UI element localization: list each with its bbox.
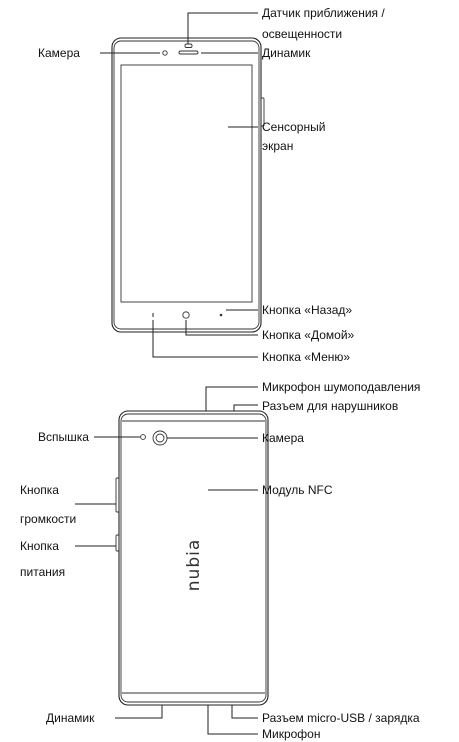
- phone-rear-view: nubia Микрофон шумоподавления Разъем для…: [20, 380, 420, 741]
- nfc-module-label: Модуль NFC: [262, 483, 333, 497]
- home-button-label: Кнопка «Домой»: [262, 328, 355, 342]
- usb-port-leader: [231, 705, 258, 719]
- volume-label-line1: Кнопка: [20, 483, 59, 497]
- noise-mic-leader: [205, 386, 258, 411]
- rear-side-edge: [120, 413, 267, 703]
- sensor-leader: [187, 12, 258, 44]
- front-phone-body: [111, 37, 262, 333]
- menu-button-leader: [152, 320, 258, 358]
- rear-camera-inner: [155, 433, 165, 443]
- usb-port-label: Разъем micro-USB / зарядка: [262, 711, 420, 725]
- speaker-slot: [178, 50, 199, 55]
- menu-button-label: Кнопка «Меню»: [262, 350, 350, 364]
- power-label-line2: питания: [20, 565, 65, 579]
- microphone-leader: [207, 705, 258, 735]
- svg-text:nubia: nubia: [184, 539, 204, 591]
- rear-camera-label: Камера: [262, 431, 304, 445]
- bottom-speaker-leader: [115, 705, 163, 719]
- power-label-line1: Кнопка: [20, 539, 59, 553]
- front-side-button: [260, 97, 265, 127]
- phone-front-view: Датчик приближения / освещенности Камера…: [38, 6, 385, 364]
- sensor-label-line1: Датчик приближения /: [262, 6, 385, 20]
- flash-label: Вспышка: [38, 430, 89, 444]
- noise-mic-label: Микрофон шумоподавления: [262, 380, 420, 394]
- brand-logo: nubia: [184, 539, 204, 591]
- touchscreen-area: [120, 64, 253, 303]
- touchscreen-label-line1: Сенсорный: [262, 120, 325, 134]
- touchscreen-label-line2: экран: [262, 139, 293, 153]
- volume-button: [115, 477, 120, 513]
- bottom-speaker-label: Динамик: [46, 711, 95, 725]
- rear-phone-body: [118, 410, 269, 706]
- power-button: [115, 534, 120, 552]
- back-button-mark: [219, 313, 223, 317]
- home-button-leader: [185, 320, 258, 336]
- volume-label-line2: громкости: [20, 512, 76, 526]
- front-camera-lens: [162, 50, 168, 56]
- headphone-jack-label: Разъем для нарушников: [262, 399, 398, 413]
- flash-led: [140, 434, 146, 440]
- back-button-label: Кнопка «Назад»: [262, 303, 352, 317]
- home-button-mark: [182, 311, 190, 319]
- speaker-label: Динамик: [262, 46, 311, 60]
- sensor-label-line2: освещенности: [262, 27, 342, 41]
- front-camera-label: Камера: [38, 46, 80, 60]
- headphone-jack-leader: [233, 404, 258, 411]
- microphone-label: Микрофон: [262, 727, 320, 741]
